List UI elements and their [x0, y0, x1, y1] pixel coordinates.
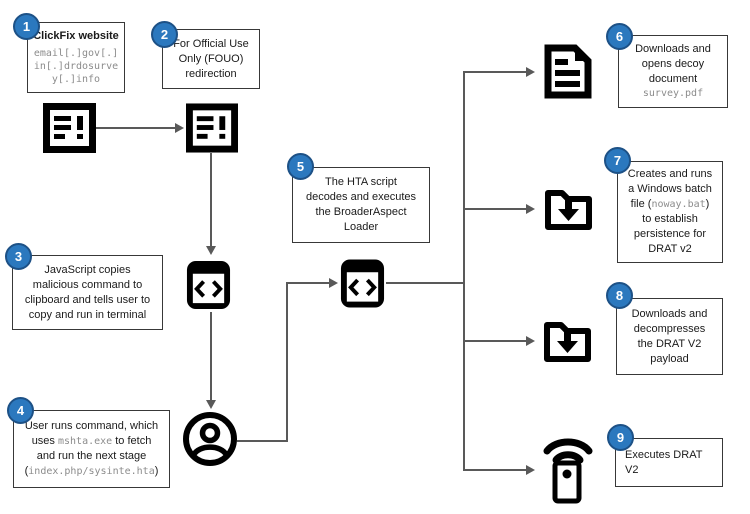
code-window-icon	[185, 258, 232, 312]
text-line: Creates and runs	[627, 168, 713, 180]
text-line: file (noway.bat)	[631, 197, 710, 212]
text-line: document	[648, 73, 698, 85]
step2-box: For Official Use Only (FOUO) redirection	[162, 29, 260, 89]
step3-box: JavaScript copies malicious command to c…	[12, 255, 163, 330]
text-line: the BroaderAspect	[315, 206, 407, 218]
mono-seg: mshta.exe	[57, 436, 113, 447]
connector-user-up	[286, 283, 288, 442]
text-line: to establish	[642, 213, 698, 225]
text-line: opens decoy	[641, 58, 705, 70]
text-line: Downloads and	[631, 307, 708, 320]
text-seg: uses	[31, 435, 58, 447]
mono-seg: noway.bat	[651, 199, 706, 210]
text-line: redirection	[185, 67, 237, 80]
text-line: uses mshta.exe to fetch	[32, 434, 152, 449]
text-line: a Windows batch	[628, 183, 712, 195]
folder-download-icon	[542, 319, 593, 363]
text-line: JavaScript copies	[44, 263, 131, 276]
text-line: User runs command, which	[24, 420, 159, 432]
step8-badge: 8	[606, 282, 633, 309]
step5-badge: 5	[287, 153, 314, 180]
arrowhead-down-icon	[206, 400, 216, 409]
step3-badge: 3	[5, 243, 32, 270]
step6-badge: 6	[606, 23, 633, 50]
arrowhead-right-icon	[526, 465, 535, 475]
step1-badge: 1	[13, 13, 40, 40]
text-line: For Official Use	[173, 37, 249, 50]
arrow-to-document	[463, 71, 526, 73]
arrowhead-right-icon	[175, 123, 184, 133]
arrow-website2-to-script1	[210, 153, 212, 246]
mono-seg: index.php/sysinte.hta	[28, 466, 155, 477]
text-line: Executes DRAT	[625, 448, 703, 461]
text-line: DRAT v2	[648, 243, 692, 255]
step4-badge: 4	[7, 397, 34, 424]
arrow-script1-to-user	[210, 312, 212, 400]
step7-box: Creates and runs a Windows batch file (n…	[617, 161, 723, 263]
arrowhead-right-icon	[526, 204, 535, 214]
arrowhead-right-icon	[526, 67, 535, 77]
user-account-icon	[183, 411, 237, 467]
connector-script2-to-trunk	[386, 282, 464, 284]
step7-badge: 7	[604, 147, 631, 174]
arrowhead-down-icon	[206, 246, 216, 255]
arrowhead-right-icon	[526, 336, 535, 346]
step4-box: User runs command, which uses mshta.exe …	[13, 410, 170, 488]
connector-user-out	[237, 440, 288, 442]
connector-branch-trunk	[463, 71, 465, 471]
arrowhead-right-icon	[329, 278, 338, 288]
text-line: and run the next stage	[36, 450, 147, 462]
step9-box: Executes DRAT V2	[615, 438, 723, 487]
text-line: (index.php/sysinte.hta)	[25, 464, 159, 479]
text-line: clipboard and tells user to	[24, 293, 151, 306]
step5-box: The HTA script decodes and executes the …	[292, 167, 430, 243]
step1-box: ClickFix website email[.]gov[.]in[.]drdo…	[27, 22, 125, 93]
text-line: The HTA script	[325, 176, 397, 188]
text-seg: )	[154, 465, 159, 477]
text-line: payload	[650, 352, 689, 365]
step1-title: ClickFix website	[33, 30, 119, 42]
text-seg: to fetch	[112, 435, 152, 447]
text-line: decompresses	[633, 322, 706, 335]
folder-download-icon	[543, 187, 594, 231]
arrow-to-payload-folder	[463, 340, 526, 342]
text-line: copy and run in terminal	[28, 308, 147, 321]
arrow-to-batch-folder	[463, 208, 526, 210]
text-line: decodes and executes	[305, 191, 417, 203]
text-line: Downloads and	[635, 43, 711, 55]
step6-filename: survey.pdf	[642, 88, 704, 99]
text-line: the DRAT V2	[637, 337, 702, 350]
step6-box: Downloads and opens decoy document surve…	[618, 35, 728, 108]
text-seg: file (	[630, 198, 652, 210]
arrow-to-remote	[463, 469, 526, 471]
text-line: Loader	[343, 221, 379, 233]
arrow-website1-to-website2	[96, 127, 175, 129]
step2-badge: 2	[151, 21, 178, 48]
website-alert-icon	[186, 103, 238, 153]
code-window-icon	[339, 257, 386, 310]
arrow-user-to-script2	[286, 282, 329, 284]
text-seg: )	[705, 198, 710, 210]
text-line: Only (FOUO)	[178, 52, 244, 65]
text-line: persistence for	[633, 228, 707, 240]
text-seg: (	[24, 465, 29, 477]
website-alert-icon	[43, 103, 96, 153]
step9-badge: 9	[607, 424, 634, 451]
text-line: V2	[625, 463, 639, 476]
step8-box: Downloads and decompresses the DRAT V2 p…	[616, 298, 723, 375]
remote-control-icon	[543, 434, 593, 504]
document-icon	[541, 44, 594, 99]
text-line: malicious command to	[32, 278, 143, 291]
step1-url: email[.]gov[.]in[.]drdosurvey[.]info	[33, 48, 119, 85]
